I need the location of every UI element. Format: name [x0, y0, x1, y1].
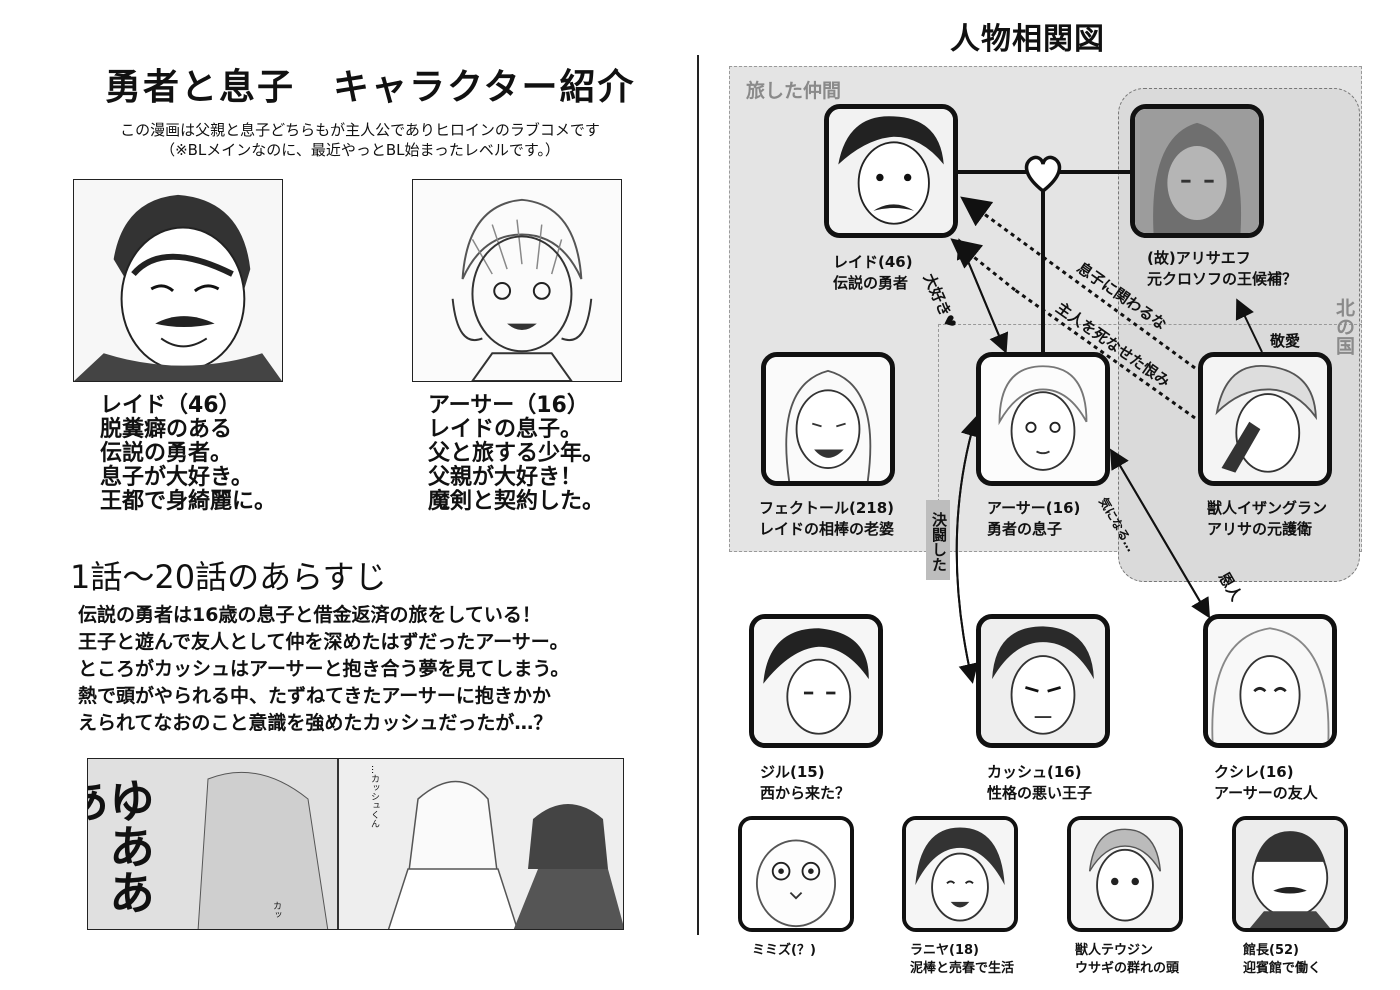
synopsis-text: 伝説の勇者は16歳の息子と借金返済の旅をしている！ 王子と遊んで友人として仲を深… [78, 604, 570, 734]
page-divider [697, 55, 699, 935]
char-raniya-label: ラニヤ(18) 泥棒と売春で生活 [910, 943, 1015, 976]
char-mimizu-image [738, 816, 854, 932]
char-reid-label: レイド(46) 伝説の勇者 [833, 253, 913, 292]
arthur-subregion-border [938, 324, 1362, 552]
relation-duel-label: 決闘した [926, 500, 950, 580]
travel-companions-label: 旅した仲間 [746, 80, 842, 102]
manga-speech-bubble-2: カッ [271, 901, 281, 919]
relation-respect-label: 敬愛 [1270, 332, 1301, 350]
char-teujin-label: 獣人テウジン ウサギの群れの頭 [1075, 943, 1180, 976]
char-izangran-label: 獣人イザングラン アリサの元護衛 [1207, 499, 1328, 538]
char-cash-image [976, 614, 1110, 748]
char-arthur-label: アーサー(16) 勇者の息子 [987, 499, 1081, 538]
page-title-character-intro: 勇者と息子 キャラクター紹介 [105, 67, 636, 108]
intro-text: この漫画は父親と息子どちらもが主人公でありヒロインのラブコメです （※BLメイン… [40, 120, 680, 160]
intro-line-2: （※BLメインなのに、最近やっとBL始まったレベルです。） [160, 141, 560, 159]
char-jill-image [749, 614, 883, 748]
char-kushire-image [1203, 614, 1337, 748]
north-country-label: 北の国 [1333, 298, 1355, 355]
synopsis-section-title: 1話〜20話のあらすじ [70, 558, 387, 596]
char-reid-image [824, 104, 958, 238]
manga-sound-effect: ゆあああ [88, 777, 156, 915]
arthur-profile-text: アーサー（16） レイドの息子。 父と旅する少年。 父親が大好き！ 魔剣と契約し… [428, 393, 605, 514]
char-fectol-label: フェクトール(218) レイドの相棒の老婆 [759, 499, 895, 538]
char-kancho-image [1232, 816, 1348, 932]
char-teujin-image [1067, 816, 1183, 932]
char-raniya-image [902, 816, 1018, 932]
arthur-portrait-image [412, 179, 622, 382]
char-fectol-image [761, 352, 895, 486]
char-arthur-image [976, 352, 1110, 486]
manga-speech-bubble-1: …カッシュくん [369, 765, 379, 828]
char-kushire-label: クシレ(16) アーサーの友人 [1214, 763, 1318, 802]
char-alisaef-label: (故)アリサエフ 元クロソフの王候補？ [1147, 249, 1298, 288]
char-izangran-image [1198, 352, 1332, 486]
char-mimizu-label: ミミズ(？) [752, 943, 816, 958]
heart-icon [1021, 151, 1065, 195]
reid-portrait-image [73, 179, 283, 382]
char-jill-label: ジル(15) 西から来た？ [760, 763, 851, 802]
char-cash-label: カッシュ(16) 性格の悪い王子 [987, 763, 1093, 802]
reid-profile-text: レイド（46） 脱糞癖のある 伝説の勇者。 息子が大好き。 王都で身綺麗に。 [100, 393, 277, 514]
manga-panel-image: ゆあああ …カッシュくん カッ [87, 758, 624, 930]
char-alisaef-image [1130, 104, 1264, 238]
relationship-chart-title: 人物相関図 [950, 22, 1105, 57]
char-kancho-label: 館長(52) 迎賓館で働く [1243, 943, 1322, 976]
intro-line-1: この漫画は父親と息子どちらもが主人公でありヒロインのラブコメです [120, 121, 600, 139]
